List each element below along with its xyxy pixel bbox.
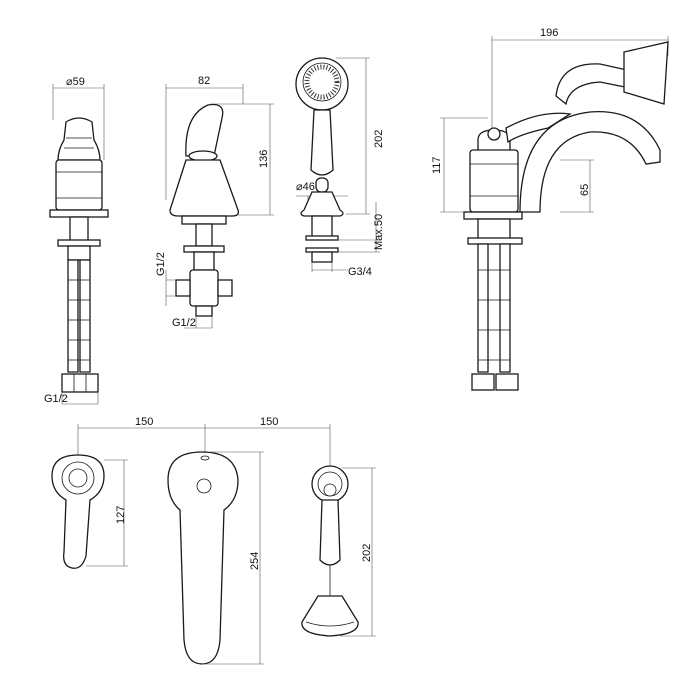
plan-view: 150 150 127 254 202 (51, 416, 376, 665)
dim-plan-spacing-left: 150 (135, 416, 153, 428)
dim-spout-thread-h: G1/2 (172, 317, 196, 329)
dim-shower-height: 202 (373, 130, 385, 148)
dim-plan-spacing-right: 150 (260, 416, 278, 428)
dim-shower-holder: ⌀46 (296, 181, 315, 193)
dim-side-width: 196 (540, 27, 558, 39)
dim-plan-spout: 254 (249, 552, 261, 570)
dim-shower-max: Max.50 (373, 214, 385, 250)
valve-front-view: ⌀59 G1/2 (44, 76, 109, 405)
dim-plan-shower: 202 (361, 544, 373, 562)
dim-plan-lever: 127 (115, 506, 127, 524)
dim-spout-thread-v: G1/2 (155, 252, 167, 276)
dim-spout-height: 136 (258, 150, 270, 168)
mixer-side-view: 196 117 65 (431, 27, 669, 391)
dim-side-height: 117 (431, 156, 443, 174)
dim-side-spout: 65 (579, 184, 591, 196)
spout-front-view: 82 136 G1/2 G1/2 (155, 75, 274, 329)
shower-front-view: ⌀46 202 Max.50 G3/4 (295, 57, 385, 278)
dim-shower-thread: G3/4 (348, 266, 372, 278)
dim-valve-diameter: ⌀59 (66, 76, 85, 88)
dim-spout-width: 82 (198, 75, 210, 87)
dim-valve-thread: G1/2 (44, 393, 68, 405)
